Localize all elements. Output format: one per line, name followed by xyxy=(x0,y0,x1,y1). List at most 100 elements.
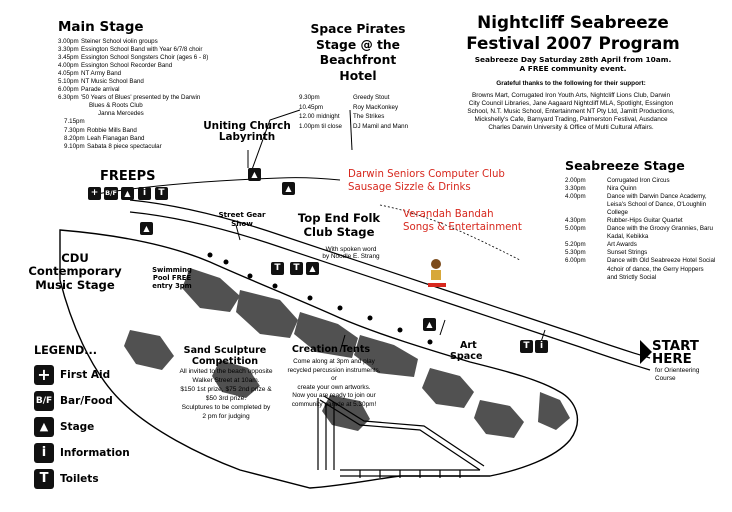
legend-label: Toilets xyxy=(60,473,99,485)
start-arrow xyxy=(640,340,652,364)
schedule-time xyxy=(565,209,607,217)
art-space-label: Art Space xyxy=(450,340,500,362)
schedule-time xyxy=(565,266,607,274)
start-note: for Orienteering Course xyxy=(655,367,699,382)
top-end-folk-label: Top End Folk Club Stage xyxy=(284,211,394,239)
schedule-row: Blues & Roots Club xyxy=(58,102,248,110)
note-line: $50 3rd prize. xyxy=(205,394,247,402)
toilet-icon: T xyxy=(290,262,303,275)
schedule-time: 2.00pm xyxy=(565,177,586,184)
legend-item-first-aid: + First Aid xyxy=(34,365,154,385)
first-aid-icon: + xyxy=(34,365,54,385)
schedule-time: 9.10pm xyxy=(64,142,85,150)
creation-tents-label: Creation Tents xyxy=(291,344,371,355)
schedule-time: 1.00pm til close xyxy=(299,122,342,130)
note-line: Course xyxy=(655,374,676,382)
schedule-act: Leah Flanagan Band xyxy=(87,134,145,142)
schedule-time: 4.30pm xyxy=(565,217,586,225)
note-line: by Noodle E. Strang xyxy=(322,253,380,261)
schedule-act: Janna Mercedes xyxy=(98,110,144,118)
label-line: Swimming xyxy=(152,266,192,274)
schedule-act: Kadal, Kebikka xyxy=(607,233,649,241)
schedule-time: 6.30pm xyxy=(58,94,79,102)
creation-tents-note: Come along at 3pm and play recycled perc… xyxy=(284,358,384,409)
red-line: Darwin Seniors Computer Club xyxy=(348,169,505,180)
legend-item-toilets: T Toilets xyxy=(34,469,154,489)
info-icon: i xyxy=(138,187,151,200)
sand-sculpture-note: All invited to the beach opposite Walker… xyxy=(156,368,296,421)
info-icon: i xyxy=(34,443,54,463)
legend-item-information: i Information xyxy=(34,443,154,463)
schedule-row: 6.30pm'50 Years of Blues' presented by t… xyxy=(58,94,248,102)
jetty xyxy=(317,395,485,478)
thanks-line: Browns Mart, Corrugated Iron Youth Arts,… xyxy=(471,92,671,99)
note-line: create your own artworks. xyxy=(297,383,371,391)
schedule-time: 10.45pm xyxy=(299,103,324,111)
note-line: recycled percussion instruments, or xyxy=(287,366,381,383)
label-line: Show xyxy=(231,218,253,228)
label-line: Club Stage xyxy=(303,224,375,239)
label-line: Uniting Church xyxy=(203,120,291,132)
sand-sculpture-label: Sand Sculpture Competition xyxy=(160,345,290,367)
note-line: 2 pm for judging xyxy=(202,412,250,420)
title-subline: Seabreeze Day Saturday 28th April from 1… xyxy=(440,55,706,73)
schedule-act: Nira Quinn xyxy=(607,185,637,193)
schedule-act: Sabata 8 piece spectacular xyxy=(87,142,162,150)
schedule-act: Essington School Band with Year 6/7/8 ch… xyxy=(81,46,203,54)
schedule-row: College xyxy=(565,209,727,217)
heading-line: Hotel xyxy=(339,68,377,83)
cdu-stage-label: CDU Contemporary Music Stage xyxy=(20,251,130,292)
schedule-act: and Strictly Social xyxy=(607,273,657,281)
note-line: Sculptures to be completed by xyxy=(181,403,271,411)
stage-icon: ▲ xyxy=(34,417,54,437)
schedule-row: and Strictly Social xyxy=(565,274,727,282)
schedule-act: NT Music School Band xyxy=(81,78,144,86)
note-line: community parade at 5.30pm! xyxy=(291,400,377,408)
schedule-act: Essington School Songsters Choir (ages 6… xyxy=(81,54,209,62)
title-line-2: Festival 2007 Program xyxy=(466,33,680,53)
start-here-label: START HERE xyxy=(652,340,712,366)
legend-label: Bar/Food xyxy=(60,395,113,407)
note-line: for Orienteering xyxy=(655,367,700,374)
thanks-line: City Council Libraries, Jane Aagaard Nig… xyxy=(468,100,674,107)
legend-heading: LEGEND... xyxy=(34,344,97,357)
free-event-note: A FREE community event. xyxy=(519,64,627,73)
label-line: Art xyxy=(460,340,477,351)
label-line: Pool FREE xyxy=(152,274,192,282)
schedule-time: 3.30pm xyxy=(565,185,586,193)
schedule-time: 3.00pm xyxy=(58,38,79,45)
schedule-act: Roy MacKonkey xyxy=(353,103,399,111)
schedule-time: 5.10pm xyxy=(58,78,79,86)
schedule-row: Leisa's School of Dance, O'Loughlin xyxy=(565,201,727,209)
legend-label: First Aid xyxy=(60,369,111,381)
stage-icon: ▲ xyxy=(282,182,295,195)
stage-icon: ▲ xyxy=(306,262,319,275)
label-line: Street Gear xyxy=(218,210,266,219)
label-line: Labyrinth xyxy=(218,130,276,143)
label-line: CDU xyxy=(61,251,89,265)
schedule-time: 4.05pm xyxy=(58,70,79,78)
label-line: Top End Folk xyxy=(297,211,381,225)
label-line: Music Stage xyxy=(35,277,115,292)
stage-icon: ▲ xyxy=(140,222,153,235)
swimming-pool-label: Swimming Pool FREE entry 3pm xyxy=(146,266,198,290)
label-line: Competition xyxy=(191,356,259,367)
schedule-act: Leisa's School of Dance, O'Loughlin xyxy=(607,201,707,209)
thanks-line: School, N.T. Music School, Entertainment… xyxy=(467,108,675,115)
schedule-time: 7.15pm xyxy=(64,118,85,126)
schedule-act: Dance with the Groovy Grannies, Baru xyxy=(607,225,713,233)
bar-food-icon: B/F xyxy=(34,391,54,411)
toilet-icon: T xyxy=(520,340,533,353)
red-line: Sausage Sizzle & Drinks xyxy=(348,182,471,193)
space-pirates-heading: Space Pirates Stage @ the Beachfront Hot… xyxy=(298,22,418,84)
